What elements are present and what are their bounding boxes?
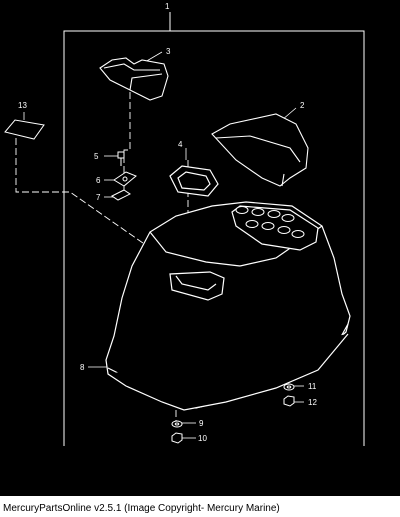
callout-2: 2: [300, 101, 305, 110]
callout-9: 9: [199, 419, 204, 428]
diagram-panel: 1 2 3 4 5 6 7 8 9 10 11 12 13: [0, 0, 400, 496]
callout-10: 10: [198, 434, 207, 443]
callout-12: 12: [308, 398, 317, 407]
leader-lines: [23, 51, 304, 439]
callout-6: 6: [96, 176, 101, 185]
callout-5: 5: [94, 152, 99, 161]
hardware-parts: [111, 151, 137, 201]
callout-7: 7: [96, 193, 101, 202]
grommet-part: [169, 165, 219, 197]
cowl-bosses: [235, 206, 305, 238]
top-cover-part: [211, 113, 309, 187]
fastener-parts: [171, 383, 295, 444]
small-cover-part: [99, 57, 169, 101]
callout-4: 4: [178, 140, 183, 149]
callout-1: 1: [165, 2, 170, 11]
decal-part: [4, 119, 45, 140]
exploded-parts-diagram: 1 2 3 4 5 6 7 8 9 10 11 12 13: [4, 2, 365, 446]
main-cowl-part: [105, 201, 351, 411]
copyright-caption: MercuryPartsOnline v2.5.1 (Image Copyrig…: [3, 503, 280, 514]
callout-11: 11: [308, 382, 317, 391]
callout-13: 13: [18, 101, 27, 110]
callout-3: 3: [166, 47, 171, 56]
assembly-bracket: [63, 12, 365, 446]
callout-8: 8: [80, 363, 85, 372]
